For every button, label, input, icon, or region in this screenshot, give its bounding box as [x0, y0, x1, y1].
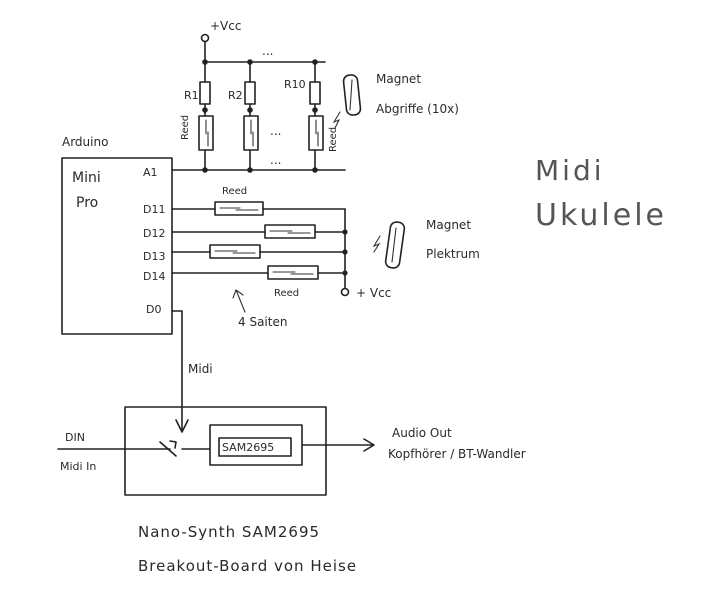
midi-connection: Midi [171, 310, 213, 433]
plectrum-line2: Plektrum [426, 247, 480, 261]
arduino-line1: Mini [72, 170, 101, 186]
pin-d13: D13 [143, 250, 165, 263]
pin-a1: A1 [143, 166, 158, 179]
title-line2: Ukulele [535, 198, 667, 233]
midi-in-label: Midi In [60, 460, 96, 473]
breakout-board-outline [124, 406, 327, 496]
magnet-pickups-line2: Abgriffe (10x) [376, 102, 459, 116]
din-label: DIN [65, 431, 85, 444]
magnet-pickups: Magnet Abgriffe (10x) [332, 72, 459, 129]
magnet-pickup-icon [342, 74, 362, 116]
board-caption-line2: Breakout-Board von Heise [138, 557, 357, 575]
sam2695-label-box [218, 437, 292, 457]
string-reed-bottom-label: Reed [274, 288, 299, 299]
pin-d11: D11 [143, 203, 165, 216]
bus-dots-top: ... [262, 44, 273, 58]
vcc-top-label: +Vcc [210, 19, 241, 33]
midi-label: Midi [188, 362, 213, 376]
bus-dots-bottom: ... [270, 153, 281, 167]
sam2695-label: SAM2695 [222, 441, 274, 454]
resistor-r1-label: R1 [184, 89, 199, 102]
magnet-pickups-line1: Magnet [376, 72, 421, 86]
arduino-mini-pro: Arduino Mini Pro A1 D11 D12 D13 D14 D0 [61, 135, 173, 335]
plectrum-line1: Magnet [426, 218, 471, 232]
title-line1: Midi [535, 154, 605, 187]
vcc-right-label: + Vcc [356, 286, 391, 300]
plectrum-magnet-icon [384, 221, 406, 269]
outputs-label: Kopfhörer / BT-Wandler [388, 447, 526, 461]
resistor-network: ... R1 R2 R10 Reed Reed ... [171, 41, 346, 173]
reed-contact-10 [308, 115, 324, 151]
resistor-r10 [309, 81, 321, 105]
strings-label: 4 Saiten [238, 315, 287, 329]
string-reed-top-label: Reed [222, 186, 247, 197]
bus-dots-mid: ... [270, 124, 281, 138]
board-caption-line1: Nano-Synth SAM2695 [138, 523, 320, 541]
arduino-line2: Pro [76, 195, 98, 211]
reed-label-2: Reed [328, 127, 339, 152]
pin-d0: D0 [146, 303, 161, 316]
resistor-r10-label: R10 [284, 78, 306, 91]
arduino-board [61, 157, 173, 335]
resistor-r2-label: R2 [228, 89, 243, 102]
resistor-r1 [199, 81, 211, 105]
vcc-right-terminal [340, 287, 350, 297]
string-reed-switches: Reed Reed + Vcc 4 Saiten [171, 186, 391, 329]
arduino-label: Arduino [62, 135, 108, 149]
reed-contact-1 [198, 115, 214, 151]
nano-synth-board: DIN Midi In SAM2695 Audio Out Kopfhörer … [57, 406, 526, 575]
magnet-plectrum: Magnet Plektrum [372, 218, 480, 269]
audio-out-label: Audio Out [392, 426, 452, 440]
vcc-top-terminal: +Vcc [200, 19, 241, 43]
resistor-r2 [244, 81, 256, 105]
pin-d12: D12 [143, 227, 165, 240]
pin-d14: D14 [143, 270, 165, 283]
reed-contact-2 [243, 115, 259, 151]
reed-label-1: Reed [180, 115, 191, 140]
